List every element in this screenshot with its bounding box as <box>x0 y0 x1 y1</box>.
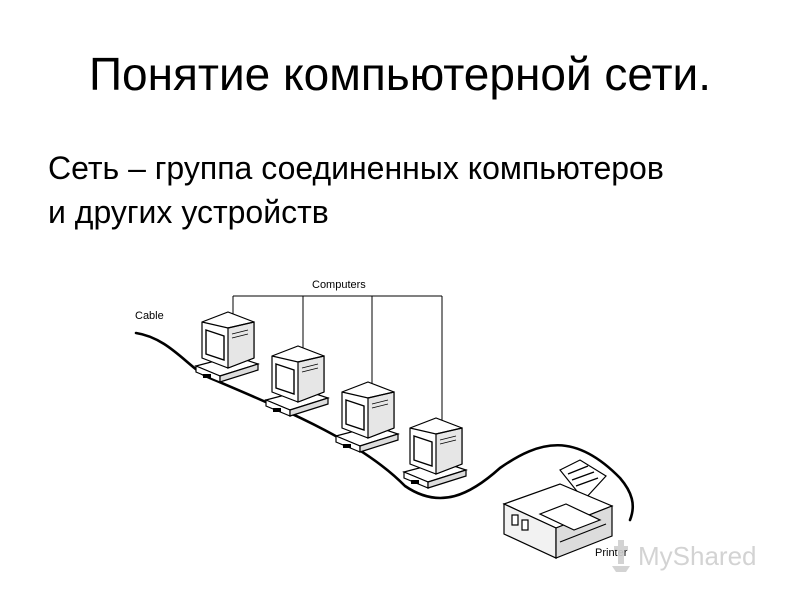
computer-icon <box>403 417 467 489</box>
computer-icon <box>195 311 259 383</box>
watermark: MyShared <box>612 540 757 572</box>
printer-icon <box>502 459 614 559</box>
body-line-1: Сеть – группа соединенных компьютеров <box>48 150 664 186</box>
watermark-logo-icon <box>612 540 630 572</box>
computer-icon <box>265 345 329 417</box>
slide-body-text: Сеть – группа соединенных компьютеров и … <box>48 146 768 234</box>
cable-label: Cable <box>135 310 164 322</box>
cable-taps <box>203 374 419 484</box>
watermark-text: MyShared <box>638 541 757 571</box>
slide-title: Понятие компьютерной сети. <box>88 48 712 100</box>
computer-icon <box>335 381 399 453</box>
body-line-2: и других устройств <box>48 194 329 230</box>
computers-label: Computers <box>312 279 366 291</box>
